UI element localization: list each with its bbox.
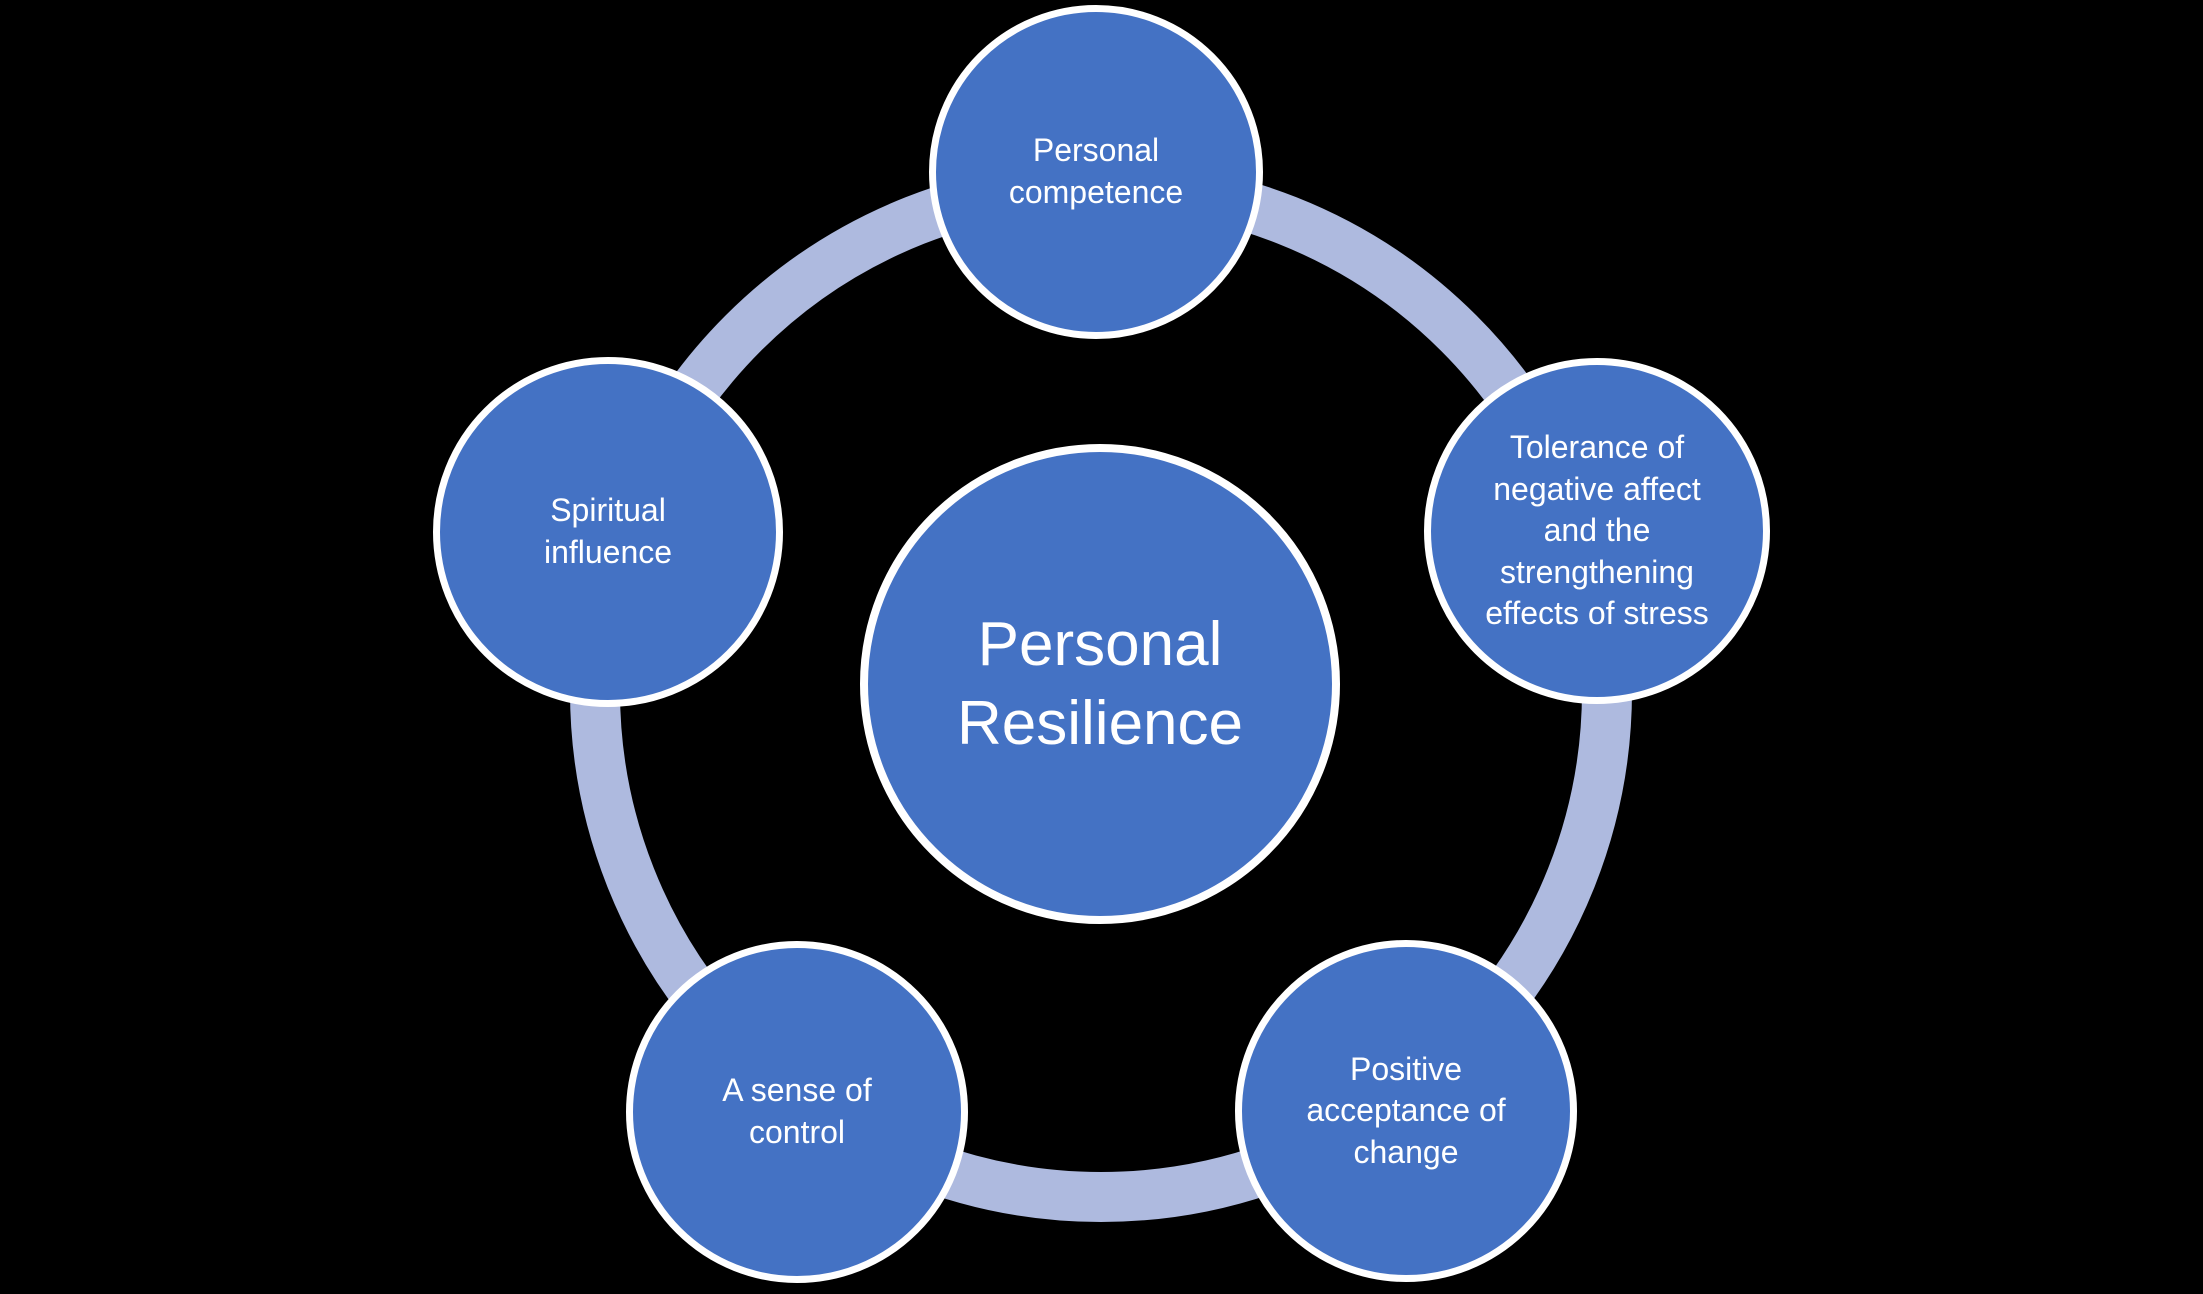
node-personal-resilience-center: Personal Resilience bbox=[860, 444, 1340, 924]
node-positive-acceptance-of-change: Positive acceptance of change bbox=[1235, 940, 1577, 1282]
node-label: Tolerance of negative affect and the str… bbox=[1485, 429, 1709, 632]
node-personal-competence: Personal competence bbox=[929, 5, 1263, 339]
node-label: Personal competence bbox=[1008, 132, 1184, 210]
node-spiritual-influence: Spiritual influence bbox=[433, 357, 783, 707]
node-tolerance-of-negative-affect: Tolerance of negative affect and the str… bbox=[1424, 358, 1770, 704]
center-label: Personal Resilience bbox=[956, 609, 1244, 758]
node-label: Positive acceptance of change bbox=[1306, 1050, 1506, 1170]
node-label: A sense of control bbox=[722, 1072, 872, 1150]
node-label: Spiritual influence bbox=[543, 492, 673, 570]
node-a-sense-of-control: A sense of control bbox=[626, 941, 968, 1283]
